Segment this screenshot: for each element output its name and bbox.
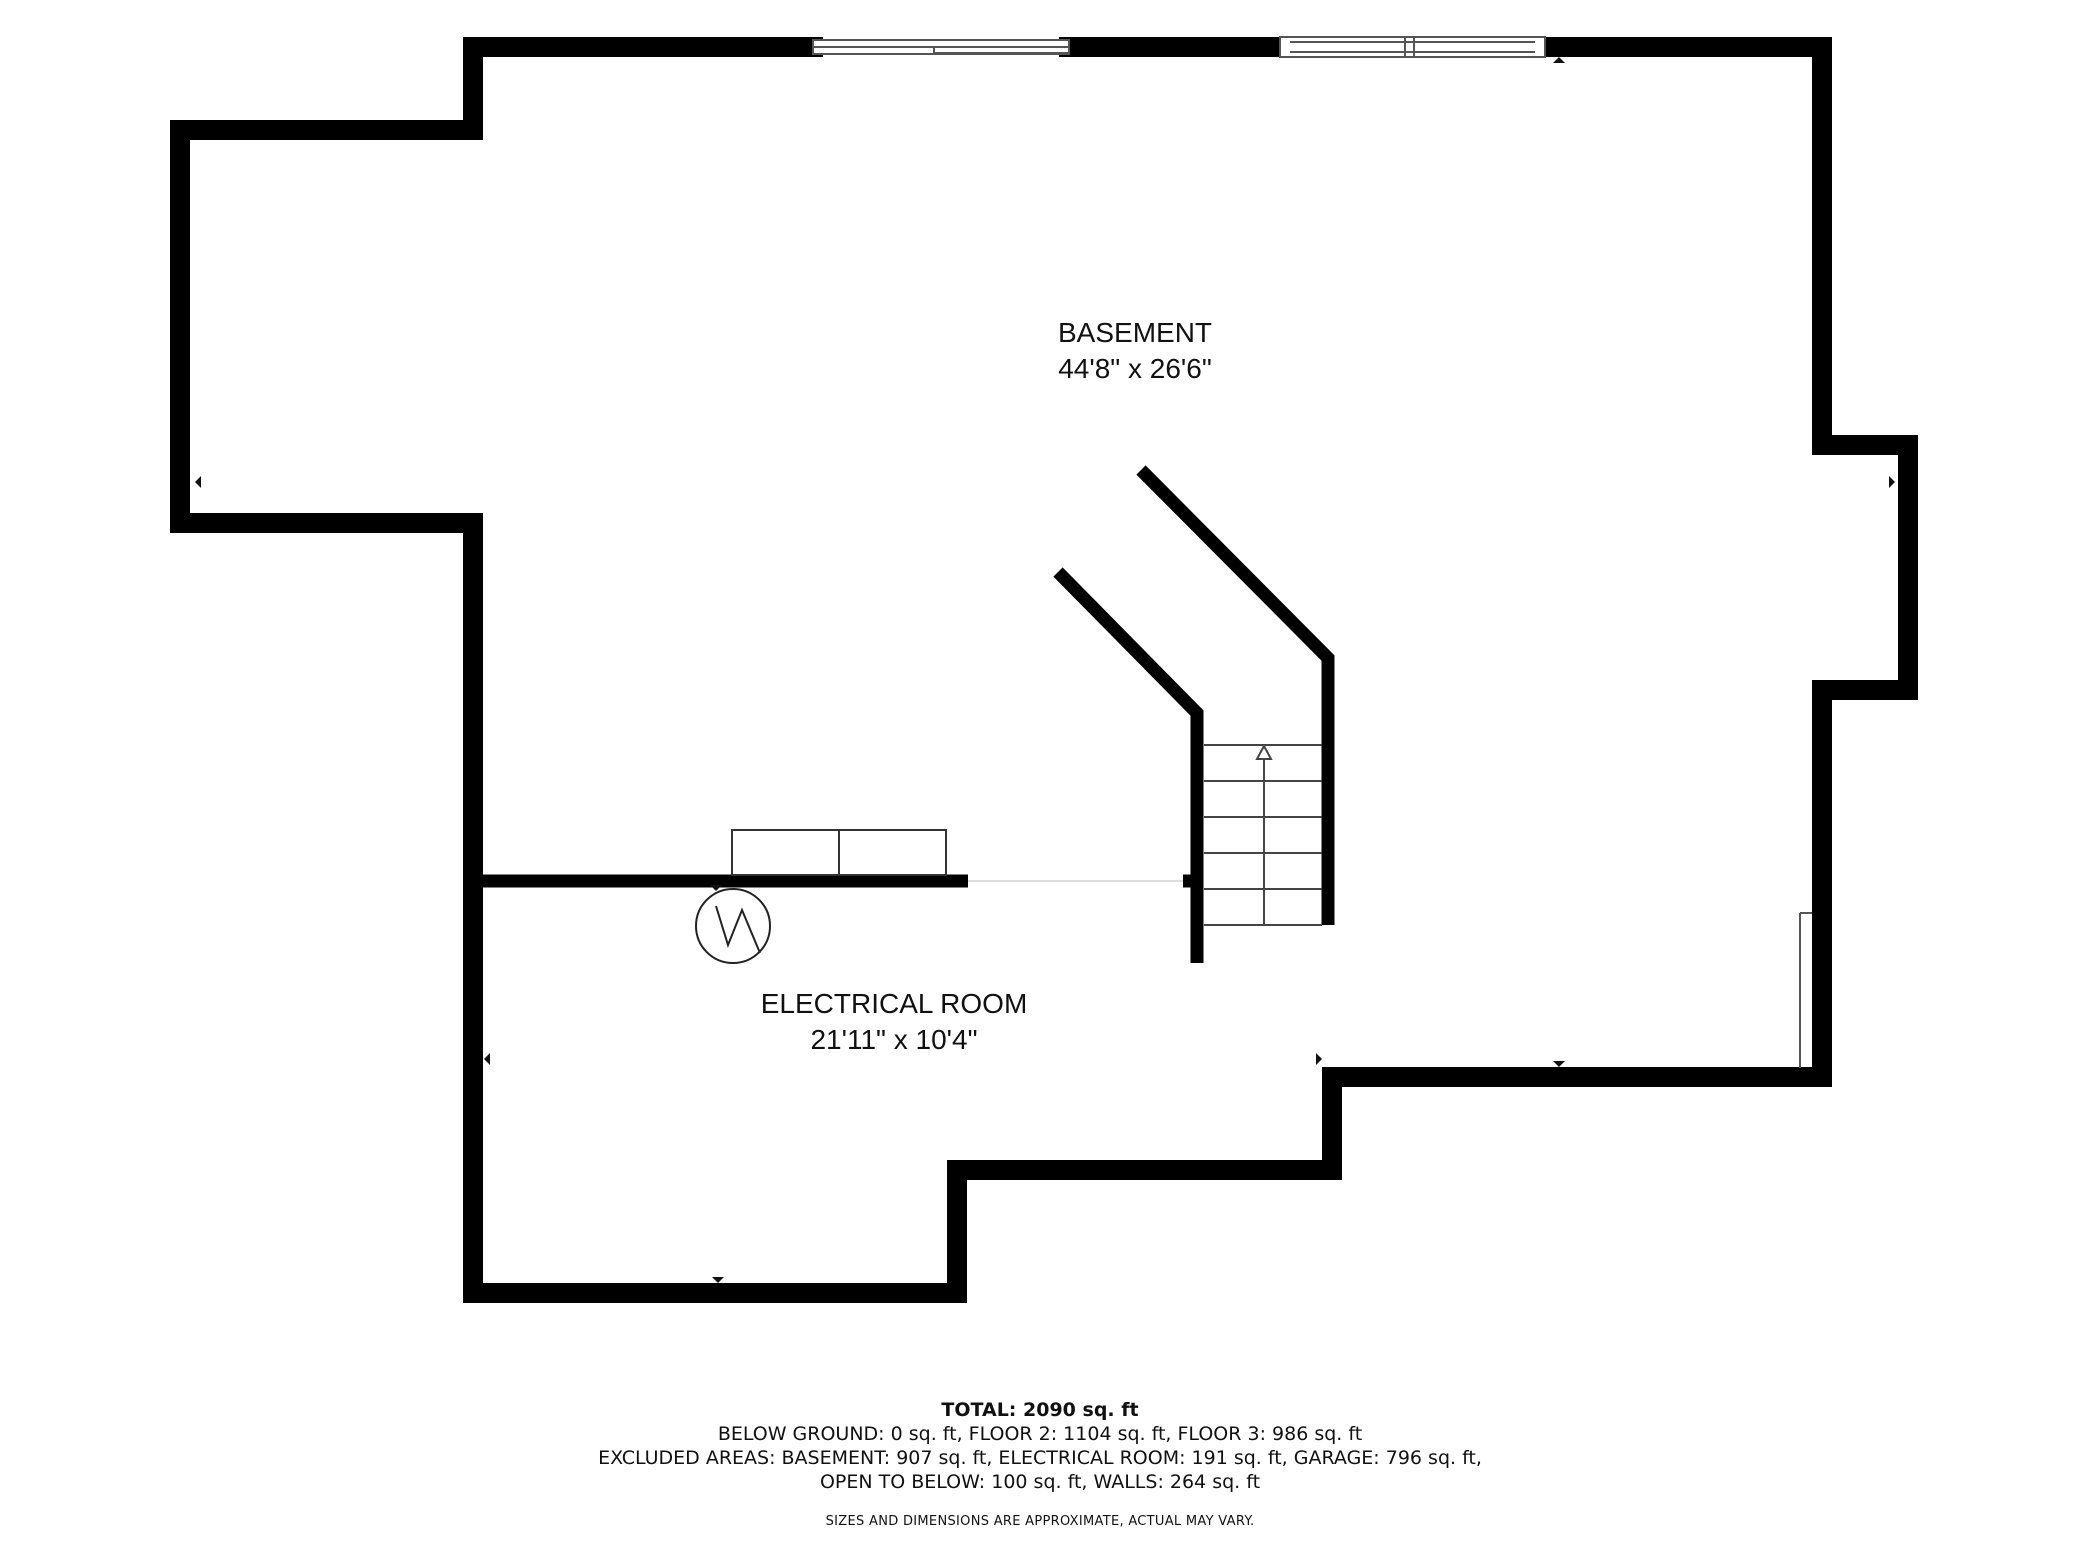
dimension-markers — [195, 57, 1895, 1283]
electrical-room-name: ELECTRICAL ROOM — [761, 988, 1028, 1019]
stair-walls — [1053, 465, 1335, 963]
window-top-right — [1279, 36, 1546, 58]
area-breakdown-line-3: OPEN TO BELOW: 100 sq. ft, WALLS: 264 sq… — [819, 1471, 1261, 1493]
area-breakdown-line-1: BELOW GROUND: 0 sq. ft, FLOOR 2: 1104 sq… — [717, 1423, 1363, 1445]
shelf-unit — [731, 829, 947, 876]
total-area: TOTAL: 2090 sq. ft — [941, 1399, 1139, 1421]
wall-top-left — [170, 37, 1918, 1303]
electrical-room-dimensions: 21'11" x 10'4" — [810, 1024, 977, 1055]
outer-walls — [170, 37, 1918, 1303]
basement-name: BASEMENT — [1058, 317, 1212, 348]
basement-dimensions: 44'8" x 26'6" — [1058, 353, 1212, 384]
disclaimer: SIZES AND DIMENSIONS ARE APPROXIMATE, AC… — [825, 1514, 1255, 1529]
stairs — [1204, 744, 1322, 926]
window-top-left — [812, 39, 1070, 55]
door-frame-right — [1799, 912, 1812, 1068]
stairs-up-arrow-icon — [1255, 743, 1273, 760]
electrical-panel-icon — [695, 888, 771, 964]
area-breakdown-line-2: EXCLUDED AREAS: BASEMENT: 907 sq. ft, EL… — [598, 1447, 1482, 1469]
area-summary: TOTAL: 2090 sq. ft BELOW GROUND: 0 sq. f… — [0, 1398, 2080, 1529]
